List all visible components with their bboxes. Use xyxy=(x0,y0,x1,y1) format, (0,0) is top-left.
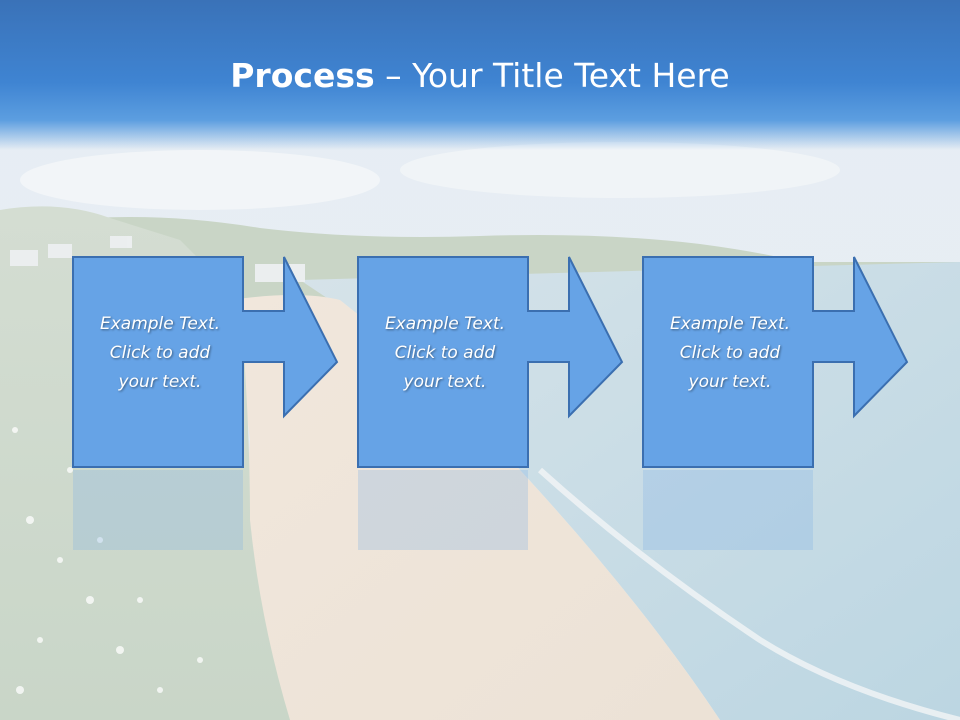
step-text-line: Click to add xyxy=(109,343,211,363)
process-step-3[interactable]: Example Text. Click to add your text. xyxy=(642,256,909,550)
step-text[interactable]: Example Text. Click to add your text. xyxy=(363,310,527,397)
arrow-callout-shape xyxy=(357,256,624,468)
step-text[interactable]: Example Text. Click to add your text. xyxy=(648,310,812,397)
arrow-callout-reflection xyxy=(73,470,243,550)
title-rest-text: – Your Title Text Here xyxy=(374,56,730,95)
step-text-line: your text. xyxy=(118,372,202,392)
process-step-1[interactable]: Example Text. Click to add your text. xyxy=(72,256,339,550)
step-text-line: Example Text. xyxy=(384,314,506,334)
arrow-callout-reflection xyxy=(643,470,813,550)
step-text-line: your text. xyxy=(688,372,772,392)
arrow-callout-reflection xyxy=(358,470,528,550)
slide-title[interactable]: Process – Your Title Text Here xyxy=(0,56,960,96)
process-step-2[interactable]: Example Text. Click to add your text. xyxy=(357,256,624,550)
step-text-line: your text. xyxy=(403,372,487,392)
arrow-callout-shape xyxy=(72,256,339,468)
step-text-line: Example Text. xyxy=(669,314,791,334)
step-text-line: Click to add xyxy=(394,343,496,363)
title-bold-text: Process xyxy=(230,56,375,95)
step-text-line: Click to add xyxy=(679,343,781,363)
step-text-line: Example Text. xyxy=(99,314,221,334)
step-text[interactable]: Example Text. Click to add your text. xyxy=(78,310,242,397)
arrow-callout-shape xyxy=(642,256,909,468)
title-banner xyxy=(0,0,960,150)
